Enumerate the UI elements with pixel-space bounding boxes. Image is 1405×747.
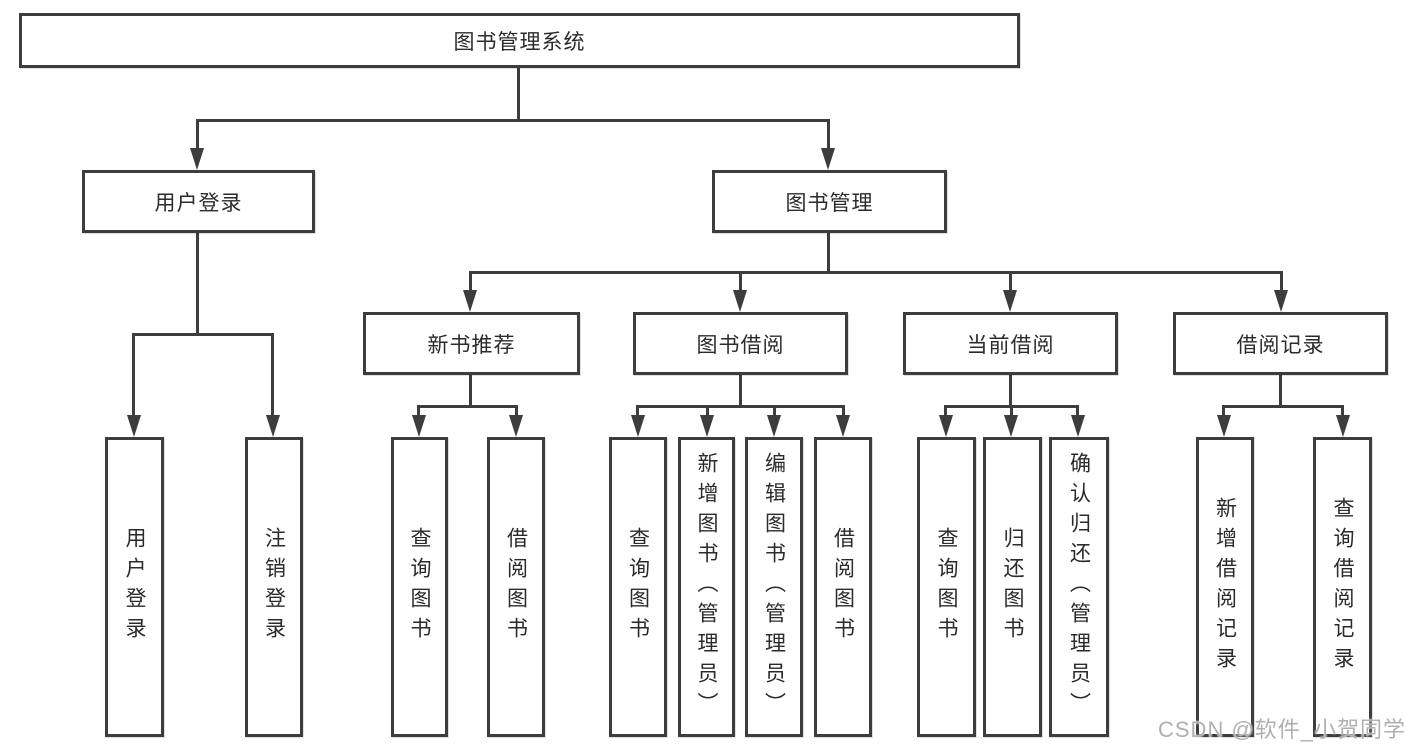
connector-line	[132, 333, 273, 336]
leaf-current-query-books: 查询图书	[917, 437, 976, 737]
node-library-system: 图书管理系统	[19, 13, 1020, 68]
node-current-borrowing-label: 当前借阅	[966, 333, 1055, 357]
connector-line	[1010, 405, 1013, 417]
leaf-edit-books-admin-label: 编辑图书（管理员）	[762, 452, 786, 722]
leaf-query-borrow-record-label: 查询借阅记录	[1331, 497, 1354, 677]
leaf-confirm-return-admin-label: 确认归还（管理员）	[1067, 452, 1091, 722]
arrowhead-icon	[700, 415, 714, 437]
node-user-login-label: 用户登录	[154, 191, 243, 215]
node-current-borrowing: 当前借阅	[903, 312, 1118, 375]
leaf-return-books: 归还图书	[983, 437, 1042, 737]
arrowhead-icon	[266, 415, 280, 437]
arrowhead-icon	[767, 415, 781, 437]
leaf-logout: 注销登录	[245, 437, 303, 737]
connector-line	[132, 333, 135, 417]
node-book-borrowing-label: 图书借阅	[696, 333, 785, 357]
node-new-book-recommend-label: 新书推荐	[427, 333, 516, 357]
connector-line	[517, 68, 520, 121]
connector-line	[1222, 405, 1225, 417]
connector-line	[1280, 271, 1283, 292]
leaf-add-borrow-record: 新增借阅记录	[1196, 437, 1254, 737]
arrowhead-icon	[631, 415, 645, 437]
node-borrow-records-label: 借阅记录	[1236, 333, 1325, 357]
connector-line	[271, 333, 274, 417]
leaf-current-query-books-label: 查询图书	[935, 527, 958, 647]
connector-line	[827, 119, 830, 151]
connector-line	[1009, 271, 1012, 292]
arrowhead-icon	[836, 415, 850, 437]
arrowhead-icon	[190, 148, 204, 170]
arrowhead-icon	[509, 415, 523, 437]
leaf-borrowing-query-books-label: 查询图书	[626, 527, 650, 647]
arrowhead-icon	[1004, 415, 1018, 437]
node-book-borrowing: 图书借阅	[633, 312, 848, 375]
arrowhead-icon	[412, 415, 426, 437]
leaf-logout-label: 注销登录	[262, 527, 286, 647]
arrowhead-icon	[127, 415, 141, 437]
node-book-management-label: 图书管理	[785, 191, 874, 215]
arrowhead-icon	[1217, 415, 1231, 437]
connector-line	[469, 271, 472, 292]
arrowhead-icon	[1071, 415, 1085, 437]
arrowhead-icon	[1274, 290, 1288, 312]
arrowhead-icon	[463, 290, 477, 312]
arrowhead-icon	[1003, 290, 1017, 312]
leaf-recommend-query-books-label: 查询图书	[408, 527, 431, 647]
connector-line	[944, 405, 947, 417]
leaf-borrowing-borrow-books: 借阅图书	[814, 437, 872, 737]
connector-line	[417, 405, 518, 408]
leaf-add-borrow-record-label: 新增借阅记录	[1213, 497, 1237, 677]
node-user-login: 用户登录	[82, 170, 315, 233]
leaf-recommend-borrow-books-label: 借阅图书	[504, 527, 528, 647]
connector-line	[636, 405, 639, 417]
arrowhead-icon	[733, 290, 747, 312]
csdn-watermark: CSDN @软件_小贺同学	[1158, 717, 1405, 742]
connector-line	[1009, 375, 1012, 408]
leaf-add-books-admin-label: 新增图书（管理员）	[695, 452, 718, 722]
arrowhead-icon	[1336, 415, 1350, 437]
connector-line	[636, 405, 845, 408]
leaf-borrowing-query-books: 查询图书	[609, 437, 667, 737]
connector-line	[1341, 405, 1344, 417]
connector-line	[417, 405, 420, 417]
arrowhead-icon	[939, 415, 953, 437]
leaf-user-login-label: 用户登录	[123, 527, 146, 647]
connector-line	[706, 405, 709, 417]
leaf-borrowing-borrow-books-label: 借阅图书	[831, 527, 855, 647]
leaf-edit-books-admin: 编辑图书（管理员）	[745, 437, 803, 737]
connector-line	[1222, 405, 1344, 408]
node-new-book-recommend: 新书推荐	[363, 312, 580, 375]
leaf-recommend-borrow-books: 借阅图书	[487, 437, 545, 737]
leaf-add-books-admin: 新增图书（管理员）	[678, 437, 735, 737]
connector-line	[739, 375, 742, 408]
connector-line	[1076, 405, 1079, 417]
connector-line	[842, 405, 845, 417]
arrowhead-icon	[821, 148, 835, 170]
leaf-recommend-query-books: 查询图书	[391, 437, 448, 737]
connector-line	[469, 271, 1283, 274]
leaf-return-books-label: 归还图书	[1001, 527, 1024, 647]
connector-line	[469, 375, 472, 408]
connector-line	[196, 233, 199, 336]
connector-line	[827, 233, 830, 274]
node-borrow-records: 借阅记录	[1173, 312, 1388, 375]
node-library-system-label: 图书管理系统	[453, 30, 586, 54]
connector-line	[196, 119, 830, 122]
leaf-confirm-return-admin: 确认归还（管理员）	[1049, 437, 1109, 737]
leaf-user-login: 用户登录	[105, 437, 164, 737]
connector-line	[739, 271, 742, 292]
connector-line	[196, 119, 199, 151]
connector-line	[1279, 375, 1282, 408]
connector-line	[515, 405, 518, 417]
node-book-management: 图书管理	[712, 170, 947, 233]
leaf-query-borrow-record: 查询借阅记录	[1313, 437, 1372, 737]
connector-line	[773, 405, 776, 417]
